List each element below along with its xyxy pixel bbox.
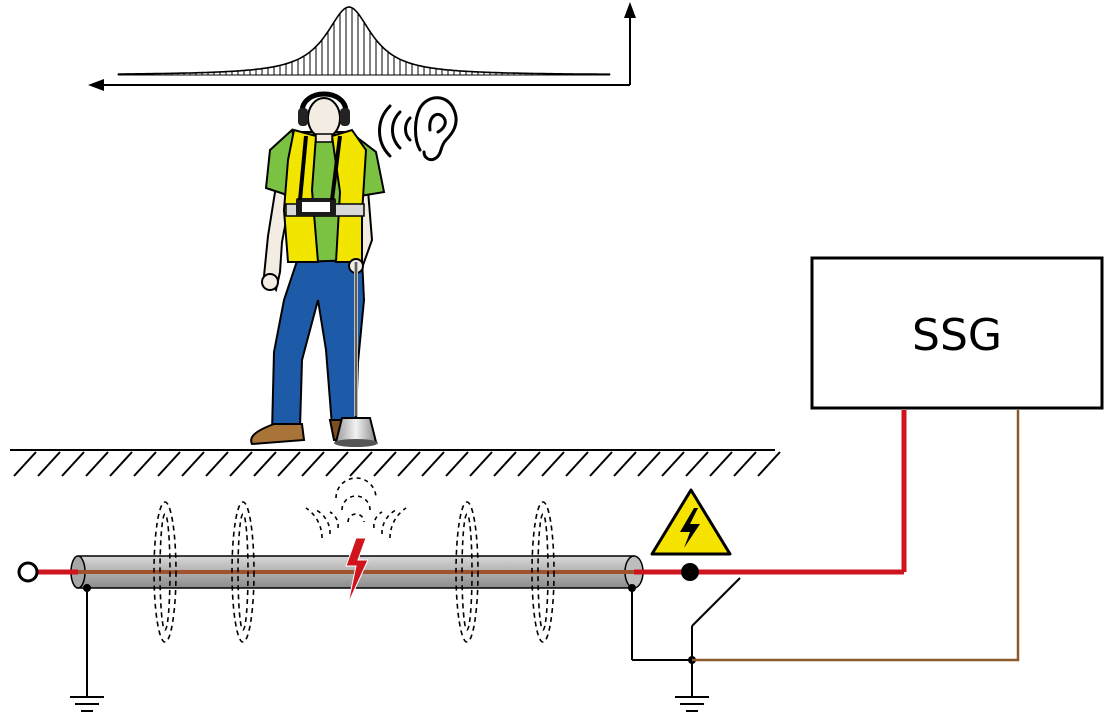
ground-hatch-mark [493, 451, 517, 477]
ground-hatch-mark [277, 451, 301, 477]
headphones-left-cup [298, 108, 308, 126]
ground-hatch-mark [661, 451, 685, 477]
ground-hatch-mark [325, 451, 349, 477]
ground-symbol-icon [70, 696, 104, 712]
ground-hatch-mark [157, 451, 181, 477]
ground-hatch-mark [61, 451, 85, 477]
receiver-display [302, 202, 330, 212]
field-loop-1-inner [159, 513, 171, 631]
ground-hatch-mark [565, 451, 589, 477]
ground-hatch-mark [421, 451, 445, 477]
receiver-strap [298, 135, 342, 201]
ground-hatch-mark [685, 451, 709, 477]
ground-hatch-mark [373, 451, 397, 477]
ground-hatch-mark [397, 451, 421, 477]
ssg-generator-box: SSG [810, 256, 1104, 410]
ground-hatch-mark [301, 451, 325, 477]
ground-hatch-mark [589, 451, 613, 477]
ground-surface [10, 449, 781, 477]
field-loop-3-inner [461, 513, 473, 631]
ground-microphone-base [334, 439, 378, 447]
ground-hatch-mark [613, 451, 637, 477]
ground-node-left [83, 584, 91, 592]
ground-hatch-mark [637, 451, 661, 477]
field-loop-4-inner [537, 513, 549, 631]
return-wire [692, 410, 1020, 662]
technician-neck [315, 133, 333, 143]
field-loop-2-inner [237, 513, 249, 631]
ground-node-right [628, 584, 636, 592]
technician-figure [250, 91, 386, 447]
switch-blade [691, 577, 741, 627]
profile-arrow-left-head [88, 79, 104, 91]
ground-hatch-mark [85, 451, 109, 477]
field-loop-2-outer [231, 501, 255, 643]
magnetic-field-loops [153, 501, 555, 643]
ground-hatch-mark [349, 451, 373, 477]
ground-hatch-mark [517, 451, 541, 477]
field-loop-3-outer [455, 501, 479, 643]
ground-hatch-mark [37, 451, 61, 477]
signal-profile-curve [118, 6, 610, 75]
ear-icon [378, 96, 458, 162]
signal-profile-bars [117, 7, 611, 76]
ground-connections [86, 588, 693, 696]
connection-node [681, 563, 699, 581]
technician-left-shoe [250, 423, 306, 446]
ground-hatch-mark [709, 451, 733, 477]
ground-hatch-mark [253, 451, 277, 477]
ssg-label: SSG [912, 310, 1002, 361]
conductor-line [17, 410, 907, 583]
technician-head [307, 97, 341, 139]
high-voltage-warning-icon [650, 488, 732, 556]
ground-hatch-mark [733, 451, 757, 477]
ground-hatch-mark [229, 451, 253, 477]
ground-hatch-mark [133, 451, 157, 477]
signal-profile [88, 2, 636, 91]
headphones-band [299, 91, 349, 113]
ground-symbol-icon [675, 696, 709, 712]
ground-hatch-mark [445, 451, 469, 477]
technician-pants [270, 257, 366, 434]
cable-terminal-open [17, 561, 39, 583]
ground-hatch-mark [469, 451, 493, 477]
ground-hatch-mark [757, 451, 781, 477]
ground-hatch-mark [13, 451, 37, 477]
ground-hatch-mark [109, 451, 133, 477]
technician-left-hand [261, 273, 279, 291]
lightning-fault-icon [345, 537, 369, 605]
acoustic-waves [305, 477, 407, 539]
field-loop-1-outer [153, 501, 177, 643]
ground-hatch-mark [205, 451, 229, 477]
profile-arrow-up-head [624, 2, 636, 18]
ground-microphone-sensor [334, 417, 378, 443]
ground-hatch-mark [181, 451, 205, 477]
headphones-right-cup [340, 108, 350, 126]
field-loop-4-outer [531, 501, 555, 643]
ground-hatch-mark [541, 451, 565, 477]
